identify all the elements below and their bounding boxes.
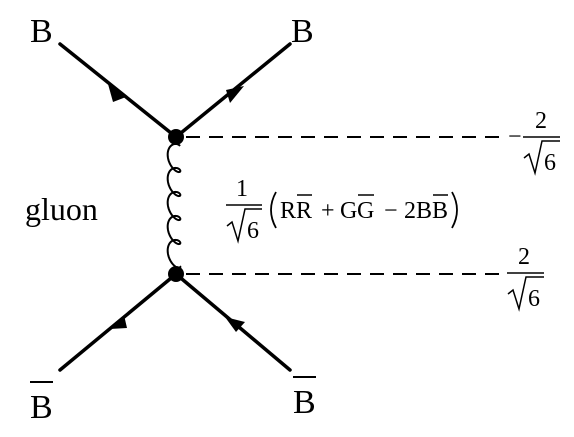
right-paren <box>451 191 458 229</box>
top-vertex-value: − 2 6 <box>508 108 560 176</box>
particle-label-bottom-left: B <box>30 381 53 426</box>
gluon-line <box>166 142 182 270</box>
sqrt-icon <box>523 140 560 176</box>
left-paren <box>270 191 277 229</box>
term-plain-r: R <box>280 198 296 224</box>
term-bar-b: B <box>432 198 448 224</box>
term-plain-g: G <box>340 198 357 224</box>
sqrt-icon <box>226 208 262 244</box>
prefactor-radicand: 6 <box>247 218 259 244</box>
term-bar-r: R <box>296 198 312 224</box>
operator-minus: − <box>384 198 398 224</box>
arrow-icon <box>110 315 127 329</box>
top-vertex <box>168 129 184 145</box>
term-coeff-2: 2 <box>404 198 416 224</box>
value-sign: − <box>508 124 522 150</box>
arrow-icon <box>108 84 126 102</box>
prefactor-numerator: 1 <box>236 176 248 202</box>
value-radicand: 6 <box>528 286 540 312</box>
particle-label-top-right: B <box>291 13 314 50</box>
arrow-icon <box>225 317 245 332</box>
bottom-vertex-value: 2 6 <box>507 244 544 312</box>
value-numerator: 2 <box>518 244 530 270</box>
value-radicand: 6 <box>544 150 556 176</box>
particle-label-text: B <box>293 384 316 421</box>
gluon-label: gluon <box>25 191 98 227</box>
particle-label-bottom-right: B <box>293 376 316 421</box>
arrow-icon <box>226 86 244 103</box>
term-bar-g: G <box>357 198 374 224</box>
value-numerator: 2 <box>535 108 547 134</box>
term-plain-b: B <box>416 198 432 224</box>
dashed-lines <box>186 136 505 275</box>
gluon-color-state: 1 6 R R + G G − 2 B B <box>226 176 458 244</box>
operator-plus: + <box>321 198 335 224</box>
particle-label-top-left: B <box>30 13 53 50</box>
bottom-vertex <box>168 266 184 282</box>
incoming-b-line-top-left <box>58 42 178 139</box>
particle-label-text: B <box>30 389 53 426</box>
arrowheads <box>108 84 245 332</box>
sqrt-icon <box>507 276 544 312</box>
